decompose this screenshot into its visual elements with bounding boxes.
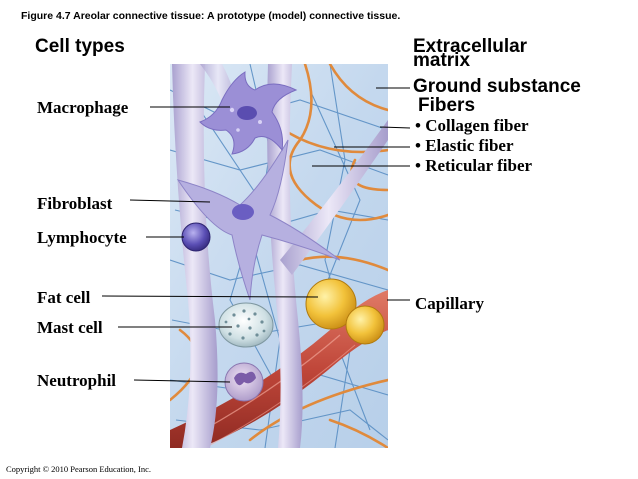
macrophage-cell (199, 71, 298, 155)
label-mast-cell: Mast cell (37, 318, 103, 337)
label-fat-cell: Fat cell (37, 288, 91, 307)
fat-cell-cluster (305, 278, 385, 345)
neutrophil-cell (224, 362, 264, 402)
figure-caption: Figure 4.7 Areolar connective tissue: A … (21, 10, 401, 22)
lymphocyte-cell (181, 222, 211, 252)
label-neutrophil: Neutrophil (37, 371, 117, 390)
label-reticular-fiber: • Reticular fiber (415, 156, 533, 175)
label-fibroblast: Fibroblast (37, 194, 113, 213)
ground-substance-label: Ground substance (413, 76, 581, 97)
label-capillary: Capillary (415, 294, 484, 313)
cell-types-heading: Cell types (35, 36, 125, 57)
mast-cell (218, 302, 274, 348)
leader-lines (101, 87, 411, 383)
label-collagen-fiber: • Collagen fiber (415, 116, 529, 135)
extracellular-heading-line2: matrix (413, 50, 471, 71)
copyright-notice: Copyright © 2010 Pearson Education, Inc. (6, 464, 152, 474)
label-elastic-fiber: • Elastic fiber (415, 136, 514, 155)
label-macrophage: Macrophage (37, 98, 129, 117)
label-lymphocyte: Lymphocyte (37, 228, 127, 247)
fibers-heading: Fibers (418, 95, 476, 116)
fibroblast-cell (176, 139, 341, 301)
extracellular-heading-line1: Extracellular (413, 36, 528, 57)
